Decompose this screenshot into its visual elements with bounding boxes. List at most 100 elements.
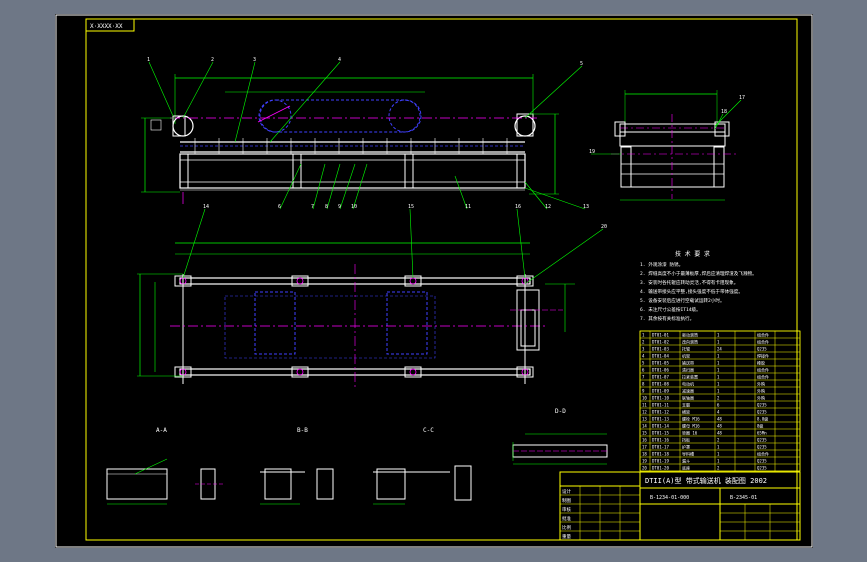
cad-drawing: X·XXXX·XX (55, 14, 813, 548)
table-cell: 改向滚筒 (682, 339, 698, 345)
table-cell: 1 (717, 361, 720, 366)
table-cell: 底座 (682, 465, 690, 471)
table-cell: 4 (717, 410, 720, 415)
table-cell: DT01-17 (652, 445, 669, 450)
note-line: 7. 其余按有关标准执行。 (640, 315, 694, 322)
table-cell: 9 (642, 389, 645, 394)
table-cell: DT01-18 (652, 452, 669, 457)
balloon-label: 2 (211, 57, 214, 63)
title-block-field: 设计 (562, 488, 571, 495)
table-cell: 支腿 (682, 402, 690, 408)
drawing-canvas[interactable]: X·XXXX·XX (55, 14, 813, 548)
drawing-number: B-1234-01-000 (650, 495, 689, 501)
table-cell: 护罩 (682, 444, 690, 450)
note-line: 2. 焊缝高度不小于最薄板厚,焊后应清理焊渣及飞溅物。 (640, 270, 757, 277)
technical-notes: 技 术 要 求 1. 外观涂漆 防锈。 2. 焊缝高度不小于最薄板厚,焊后应清理焊… (640, 250, 757, 322)
section-label-b: B-B (297, 427, 308, 434)
table-cell: 10 (642, 396, 647, 401)
table-cell: DT01-12 (652, 410, 669, 415)
table-cell: DT01-15 (652, 431, 669, 436)
table-cell: 20 (642, 466, 647, 471)
section-label-c: C-C (423, 427, 434, 434)
balloon-label: 6 (278, 204, 281, 210)
table-cell: 垫圈 16 (682, 430, 698, 436)
table-cell: 橡胶 (757, 360, 765, 366)
table-cell: 8.8级 (757, 416, 768, 422)
note-line: 6. 未注尺寸公差按IT14级。 (640, 306, 701, 313)
title-block-field: 比例 (562, 524, 571, 531)
table-cell: 2 (717, 438, 720, 443)
table-cell: 驱动滚筒 (682, 332, 698, 338)
note-line: 4. 输送带接头应平整,接头强度不低于带体强度。 (640, 288, 743, 295)
table-cell: 1 (717, 389, 720, 394)
detail-views (106, 433, 608, 505)
sheet-frame (55, 14, 813, 548)
table-cell: 联轴器 (682, 395, 694, 401)
table-cell: 14 (642, 424, 647, 429)
table-cell: DT01-14 (652, 424, 669, 429)
note-line: 5. 设备安装后应进行空载试运转2小时。 (640, 297, 725, 304)
table-cell: 外购 (757, 395, 765, 401)
table-cell: 托辊 (682, 346, 690, 352)
balloon-label: 14 (203, 204, 209, 210)
table-cell: DT01-10 (652, 396, 669, 401)
table-cell: 7 (642, 375, 645, 380)
sheet-code: B-2345-01 (730, 495, 757, 501)
table-cell: 1 (642, 333, 645, 338)
table-cell: 2 (717, 466, 720, 471)
table-cell: 48 (717, 424, 722, 429)
balloon-label: 12 (545, 204, 551, 210)
balloon-label: 20 (601, 224, 607, 230)
table-cell: 组合件 (757, 374, 769, 380)
balloon-label: 18 (721, 109, 727, 115)
table-cell: DT01-20 (652, 466, 669, 471)
balloon-label: 19 (589, 149, 595, 155)
table-cell: 8 (642, 382, 645, 387)
balloon-label: 17 (739, 95, 745, 101)
table-cell: 6 (717, 403, 720, 408)
table-cell: 电动机 (682, 381, 694, 387)
balloon-label: 5 (580, 61, 583, 67)
table-cell: 机架 (682, 353, 690, 359)
section-labels: A-A B-B C-C D-D (156, 408, 566, 434)
table-cell: 组合件 (757, 339, 769, 345)
table-cell: DT01-07 (652, 375, 669, 380)
table-cell: 拉紧装置 (682, 374, 698, 380)
table-cell: 3 (642, 347, 645, 352)
table-cell: 焊接件 (757, 353, 769, 359)
table-cell: 65Mn (757, 431, 767, 436)
table-cell: 11 (642, 403, 647, 408)
table-cell: 螺栓 M16 (682, 416, 700, 422)
table-cell: Q235 (757, 403, 767, 408)
table-cell: 1 (717, 382, 720, 387)
note-line: 3. 安装时各托辊应转动灵活,不得有卡阻现象。 (640, 279, 738, 286)
table-cell: Q235 (757, 459, 767, 464)
table-cell: 1 (717, 354, 720, 359)
table-cell: Q235 (757, 466, 767, 471)
balloon-label: 10 (351, 204, 357, 210)
title-block-field: 审核 (562, 506, 571, 513)
table-cell: DT01-04 (652, 354, 669, 359)
table-cell: 12 (642, 410, 647, 415)
section-label-a: A-A (156, 427, 167, 434)
notes-heading: 技 术 要 求 (675, 250, 710, 258)
table-cell: 1 (717, 340, 720, 345)
title-main: DTII(A)型 带式输送机 装配图 2002 (645, 476, 767, 485)
table-cell: DT01-19 (652, 459, 669, 464)
table-cell: DT01-01 (652, 333, 669, 338)
table-cell: 48 (717, 431, 722, 436)
note-line: 1. 外观涂漆 防锈。 (640, 261, 683, 268)
table-cell: 减速器 (682, 388, 694, 394)
table-cell: 1 (717, 459, 720, 464)
drawing-border (85, 18, 798, 541)
balloon-label: 9 (338, 204, 341, 210)
table-cell: 48 (717, 417, 722, 422)
table-cell: DT01-06 (652, 368, 669, 373)
table-cell: 挡板 (682, 437, 690, 443)
table-cell: 组合件 (757, 367, 769, 373)
table-cell: DT01-02 (652, 340, 669, 345)
table-cell: 导料槽 (682, 451, 694, 457)
